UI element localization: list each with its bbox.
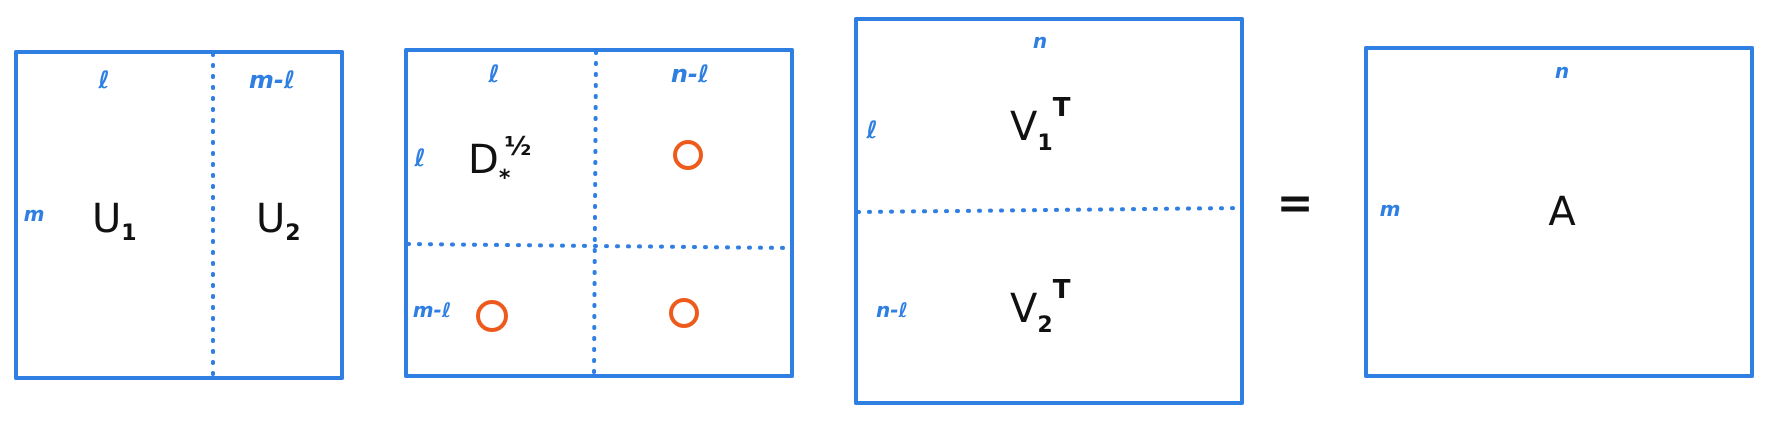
- matrix-a: n m A: [1364, 46, 1754, 378]
- matrix-u: ℓ m-ℓ m U1 U2: [14, 50, 344, 380]
- matrix-u-frame: [14, 50, 344, 380]
- d-star-half-label: D* ½: [468, 132, 531, 191]
- u1-main: U: [92, 196, 121, 242]
- d-subscript: *: [499, 166, 511, 191]
- v2-superscript: T: [1053, 275, 1071, 305]
- matrix-d-bottom-row-label: m-ℓ: [413, 298, 452, 322]
- v2-subscript: 2: [1037, 313, 1052, 338]
- matrix-d-right-column-label: n-ℓ: [671, 60, 709, 88]
- matrix-vt-row-divider: [856, 206, 1242, 214]
- u2-block-label: U2: [256, 196, 301, 246]
- d-main: D: [468, 137, 499, 183]
- v1-superscript: T: [1053, 93, 1071, 123]
- v1-subscript: 1: [1037, 131, 1052, 156]
- zero-circle-icon: [476, 300, 508, 332]
- matrix-d-frame: [404, 48, 794, 378]
- matrix-u-right-column-label: m-ℓ: [249, 66, 295, 94]
- matrix-a-frame: [1364, 46, 1754, 378]
- matrix-vt-column-label: n: [1033, 29, 1047, 53]
- u1-block-label: U1: [92, 196, 137, 246]
- v2-main: V: [1010, 286, 1038, 332]
- d-superscript: ½: [504, 132, 531, 162]
- v1-main: V: [1010, 104, 1038, 150]
- u2-main: U: [256, 196, 285, 242]
- v1-transpose-label: V1T: [1010, 93, 1071, 156]
- equals-sign: =: [1277, 178, 1314, 229]
- matrix-d: ℓ n-ℓ ℓ m-ℓ D* ½: [404, 48, 794, 378]
- matrix-vt-bottom-row-label: n-ℓ: [876, 298, 908, 322]
- matrix-a-column-label: n: [1555, 59, 1569, 83]
- matrix-d-top-row-label: ℓ: [413, 144, 425, 172]
- matrix-vt-top-row-label: ℓ: [865, 116, 877, 144]
- matrix-d-row-divider: [406, 242, 792, 250]
- v2-transpose-label: V2T: [1010, 275, 1071, 338]
- matrix-a-name: A: [1548, 189, 1576, 235]
- zero-circle-icon: [669, 298, 699, 328]
- matrix-a-row-label: m: [1380, 197, 1401, 221]
- matrix-u-left-column-label: ℓ: [97, 66, 109, 94]
- matrix-d-column-divider: [592, 50, 598, 376]
- u2-subscript: 2: [285, 221, 300, 246]
- zero-circle-icon: [673, 140, 703, 170]
- matrix-vt: n ℓ n-ℓ V1T V2T: [854, 17, 1244, 405]
- u1-subscript: 1: [121, 221, 136, 246]
- matrix-u-row-label: m: [24, 202, 45, 226]
- matrix-d-left-column-label: ℓ: [487, 60, 499, 88]
- matrix-vt-frame: [854, 17, 1244, 405]
